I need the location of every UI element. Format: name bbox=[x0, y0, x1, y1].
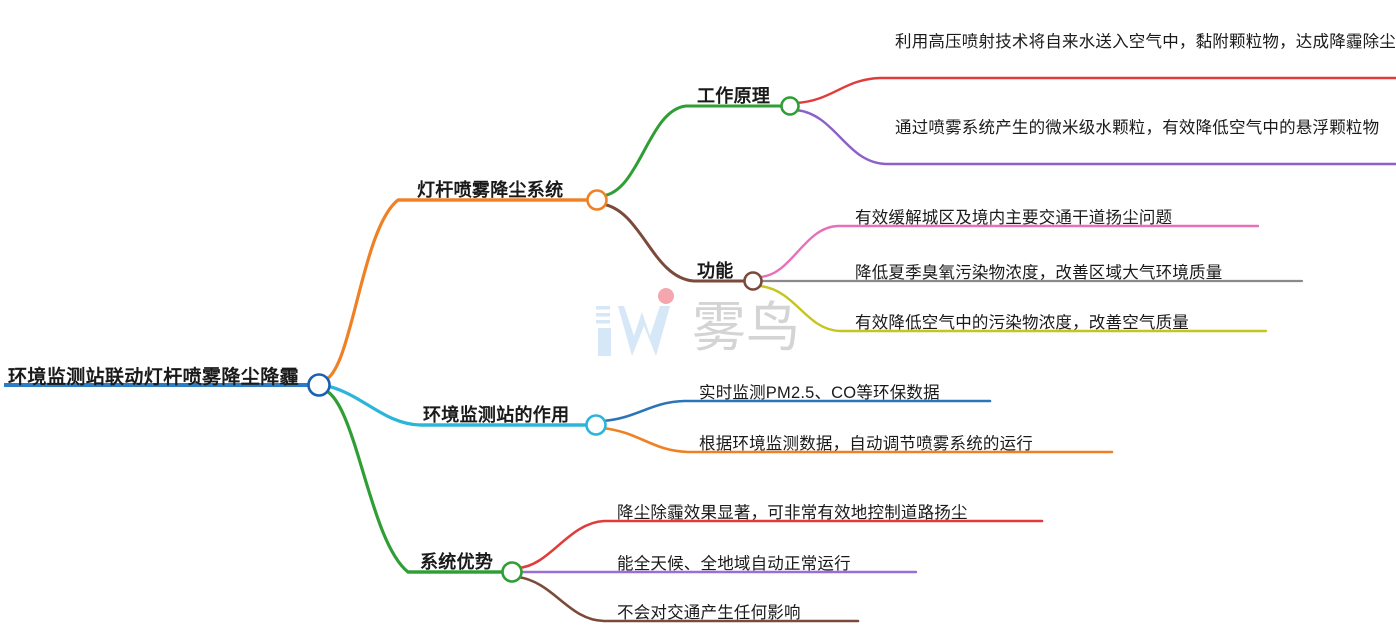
branch-node-系统优势[interactable]: 系统优势 bbox=[420, 552, 494, 572]
leaf-node-功能-3[interactable]: 有效降低空气中的污染物浓度，改善空气质量 bbox=[855, 314, 1189, 332]
root-connector-circle[interactable] bbox=[307, 373, 331, 397]
leaf-node-系统优势-3[interactable]: 不会对交通产生任何影响 bbox=[617, 604, 801, 622]
watermark-text: 雾鸟 bbox=[692, 298, 800, 358]
leaf-node-环境监测站的作用-2[interactable]: 根据环境监测数据，自动调节喷雾系统的运行 bbox=[699, 435, 1033, 453]
link-工作原理-leaf-1 bbox=[794, 76, 1396, 105]
branch-node-环境监测站的作用[interactable]: 环境监测站的作用 bbox=[423, 405, 570, 425]
leaf-node-工作原理-1[interactable]: 利用高压喷射技术将自来水送入空气中，黏附颗粒物，达成降霾除尘 bbox=[895, 33, 1396, 51]
leaf-node-功能-1[interactable]: 有效缓解城区及境内主要交通干道扬尘问题 bbox=[855, 209, 1173, 227]
leaf-node-工作原理-2[interactable]: 通过喷雾系统产生的微米级水颗粒，有效降低空气中的悬浮颗粒物 bbox=[895, 119, 1380, 137]
wuniao-logo-icon bbox=[596, 288, 674, 356]
link-branch1-to-topic-工作原理 bbox=[600, 104, 784, 198]
leaf-node-系统优势-1[interactable]: 降尘除霾效果显著，可非常有效地控制道路扬尘 bbox=[617, 504, 968, 522]
topic-功能-connector-circle[interactable] bbox=[743, 271, 763, 291]
branch-3-connector-circle[interactable] bbox=[501, 561, 523, 583]
branch-node-灯杆喷雾降尘系统[interactable]: 灯杆喷雾降尘系统 bbox=[417, 180, 564, 200]
watermark: 雾鸟 bbox=[596, 288, 800, 358]
root-node-label[interactable]: 环境监测站联动灯杆喷雾降尘降霾 bbox=[8, 367, 300, 388]
leaf-node-功能-2[interactable]: 降低夏季臭氧污染物浓度，改善区域大气环境质量 bbox=[855, 264, 1223, 282]
branch-1-connector-circle[interactable] bbox=[586, 189, 608, 211]
link-root-to-branch-1 bbox=[320, 198, 592, 383]
topic-node-工作原理[interactable]: 工作原理 bbox=[697, 86, 771, 106]
topic-node-功能[interactable]: 功能 bbox=[697, 261, 734, 281]
branch-2-connector-circle[interactable] bbox=[585, 414, 607, 436]
leaf-node-环境监测站的作用-1[interactable]: 实时监测PM2.5、CO等环保数据 bbox=[699, 384, 940, 402]
leaf-node-系统优势-2[interactable]: 能全天候、全地域自动正常运行 bbox=[617, 555, 851, 573]
topic-工作原理-connector-circle[interactable] bbox=[780, 96, 800, 116]
